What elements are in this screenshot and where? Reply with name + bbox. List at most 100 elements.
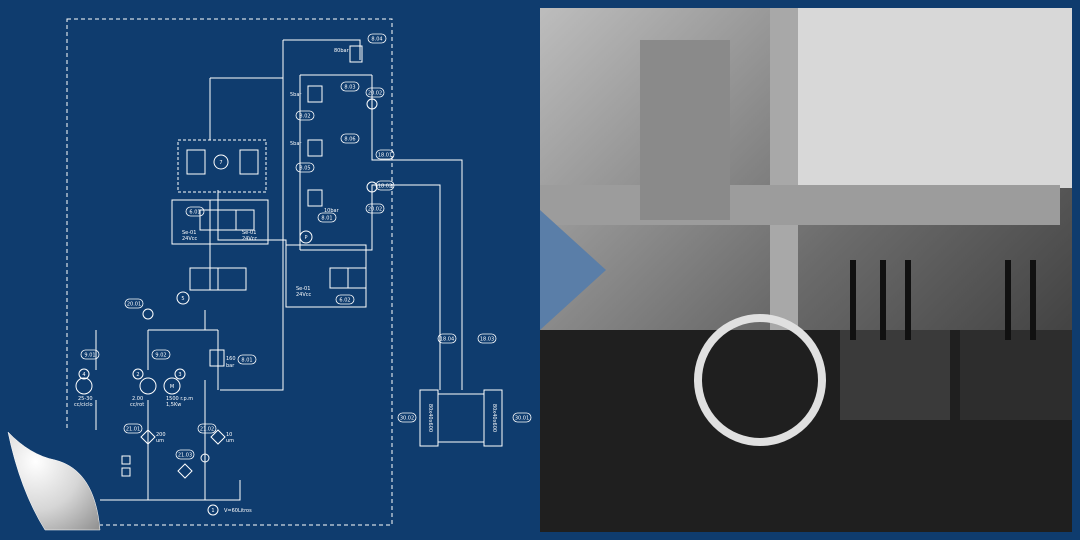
circuit-lines [90, 39, 463, 501]
valve-left-label-b: 24Vcc [182, 236, 198, 242]
relief-valve-160bar [209, 349, 225, 367]
valve-right-label-a: Se-01 [242, 230, 256, 236]
tag-3: 3 [178, 372, 181, 378]
pressure-gauge-3 [142, 308, 154, 320]
tag-2: 2 [136, 372, 139, 378]
tag-18-02: 18.02 [378, 184, 392, 190]
tag-21-02: 21.02 [200, 427, 214, 433]
tag-18-01: 18.01 [378, 153, 392, 159]
filter2-label-b: um [226, 438, 234, 444]
pump-2 [139, 377, 157, 395]
tag-6-01: 6.01 [189, 210, 200, 216]
label-5bar-a: 5bar [290, 92, 302, 98]
tag-9-01: 9.01 [84, 353, 95, 359]
cylinder-right-label: 80x40x600 [491, 404, 497, 432]
filter-3 [177, 463, 193, 479]
valve-spool-3 [235, 209, 255, 231]
tag-8-01-lower: 8.01 [241, 358, 252, 364]
cylinder-right [483, 389, 503, 447]
chevron-arrow [540, 210, 606, 330]
label-160: 160 [226, 356, 236, 362]
label-5bar-b: 5bar [290, 141, 302, 147]
tag-8-06: 8.06 [344, 137, 355, 143]
tag-p-circle [299, 230, 313, 244]
filter1-label-b: um [156, 438, 164, 444]
pump4-label-b: cc/ciclo [74, 402, 93, 408]
tag-8-05: 8.05 [299, 166, 310, 172]
tag-20-01: 20.01 [127, 302, 141, 308]
tag-20-02b: 20.02 [368, 207, 382, 213]
relief-valve-5bar-a [307, 85, 323, 103]
check-valve-right [239, 149, 259, 175]
pump2-label-a: 2.00 [132, 396, 143, 402]
valve-spool-2 [217, 209, 237, 231]
pump2-label-b: cc/rot [130, 402, 144, 408]
hand-pump-4 [75, 377, 93, 395]
tag-6-02: 6.02 [339, 298, 350, 304]
relief-valve-80bar [349, 45, 363, 63]
filter2-label-a: 10 [226, 432, 232, 438]
cylinder-left-label: 80x40x600 [427, 404, 433, 432]
tank-label: V=60Litros [224, 508, 252, 514]
tag-9-02: 9.02 [155, 353, 166, 359]
dashed-frame [66, 18, 393, 526]
filter-200um [140, 429, 156, 445]
tag-7-circle [213, 154, 229, 170]
tag-2-circle [132, 368, 144, 380]
motor-m [163, 377, 181, 395]
tag-badges: 8.04 8.03 8.02 8.06 8.05 8.01 20.02 20.0… [80, 33, 532, 460]
tag-18-03: 18.03 [480, 337, 494, 343]
tag-3-circle [174, 368, 186, 380]
tag-21-03: 21.03 [178, 453, 192, 459]
tag-21-01: 21.01 [126, 427, 140, 433]
valve-left-label-a: Se-01 [182, 230, 196, 236]
thermometer [200, 453, 210, 463]
motor-label-b: 1,5Kw [166, 402, 181, 408]
tag-7: 7 [219, 160, 222, 166]
tag-8-02: 8.02 [299, 114, 310, 120]
tag-8-04: 8.04 [371, 37, 382, 43]
motor-label-a: 1500 r.p.m [166, 396, 193, 402]
valve-group-7 [177, 139, 267, 193]
check-valve-left [186, 149, 206, 175]
filter1-label-a: 200 [156, 432, 166, 438]
label-bar: bar [226, 363, 235, 369]
relief-valve-10bar [307, 189, 323, 207]
valve-p-label-a: Se-01 [296, 286, 310, 292]
filter-10um [210, 429, 226, 445]
tag-18-04: 18.04 [440, 337, 454, 343]
tank-outline [89, 490, 241, 501]
tag-30-02: 30.02 [400, 416, 414, 422]
label-10bar: 10bar [324, 208, 340, 214]
tag-1-circle [207, 504, 219, 516]
pressure-gauge-2 [366, 181, 378, 193]
valve-5-left [189, 267, 219, 291]
directional-valve-block [171, 199, 269, 245]
tag-30-01: 30.01 [515, 416, 529, 422]
tag-m: M [170, 384, 174, 390]
level-switch-2 [121, 467, 131, 477]
valve-right-label-b: 24Vcc [242, 236, 258, 242]
machine-photo-shapes [540, 8, 1072, 532]
pressure-gauge-1 [366, 98, 378, 110]
valve-p-label-b: 24Vcc [296, 292, 312, 298]
tag-p: P [304, 235, 307, 241]
valve-spool-1 [199, 209, 219, 231]
page-curl [7, 431, 101, 531]
tag-8-03: 8.03 [344, 85, 355, 91]
level-switch-1 [121, 455, 131, 465]
valve-5-right [217, 267, 247, 291]
tag-8-01: 8.01 [321, 216, 332, 222]
tag-1: 1 [211, 508, 214, 514]
tag-5-circle [176, 291, 190, 305]
tag-5: 5 [181, 296, 184, 302]
tag-20-02a: 20.02 [368, 91, 382, 97]
pump4-label-a: 25-30 [78, 396, 93, 402]
cylinder-rod [437, 393, 485, 443]
valve-p-right [347, 267, 367, 289]
relief-valve-5bar-b [307, 139, 323, 157]
tag-4-circle [78, 368, 90, 380]
valve-p-left [329, 267, 349, 289]
tag-4: 4 [82, 372, 85, 378]
